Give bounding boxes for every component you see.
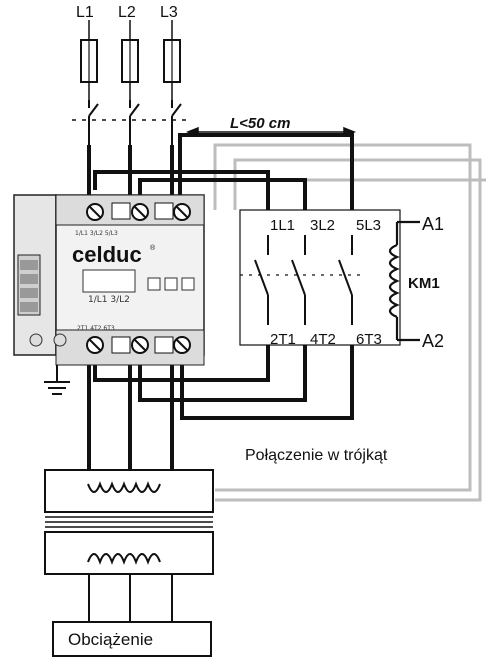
- fuses: [80, 20, 181, 100]
- contact-1l1-label: 1L1: [270, 217, 295, 234]
- contactor-km1: [239, 209, 420, 346]
- contact-6t3-label: 6T3: [356, 331, 382, 348]
- brand-logo: celduc: [72, 242, 142, 267]
- contact-5l3-label: 5L3: [356, 217, 381, 234]
- phase-l1-label: L1: [76, 4, 94, 21]
- device-bottom-print: 2T1 4T2 6T3: [77, 325, 115, 332]
- contact-2t1-label: 2T1: [270, 331, 296, 348]
- main-switch: [72, 100, 192, 145]
- length-label: L<50 cm: [230, 115, 290, 132]
- coil-a1-label: A1: [422, 214, 444, 234]
- km1-label: KM1: [408, 275, 440, 292]
- ground-icon: [44, 365, 70, 395]
- delta-caption: Połączenie w trójkąt: [245, 447, 388, 464]
- secondary-winding-icon: [87, 553, 161, 565]
- phase-l3-label: L3: [160, 4, 178, 21]
- primary-winding-icon: [87, 481, 161, 493]
- device-code: 1/L1 3/L2: [88, 295, 130, 305]
- device-small-print: 1/L1 3/L2 5/L3: [75, 230, 118, 237]
- load-box: [52, 621, 212, 657]
- coil-icon: [388, 220, 420, 342]
- coil-a2-label: A2: [422, 331, 444, 351]
- contact-3l2-label: 3L2: [310, 217, 335, 234]
- phase-l2-label: L2: [118, 4, 136, 21]
- contact-4t2-label: 4T2: [310, 331, 336, 348]
- length-dimension: [185, 126, 357, 138]
- brand-reg-mark: ®: [150, 244, 156, 252]
- transformer: [44, 469, 214, 575]
- load-wires: [88, 574, 173, 622]
- celduc-controller: 1/L1 3/L2 5/L3 1/L1 3/L2 2T1 4T2 6T3: [13, 194, 205, 366]
- power-wires: [87, 133, 354, 470]
- load-label: Obciążenie: [68, 630, 153, 649]
